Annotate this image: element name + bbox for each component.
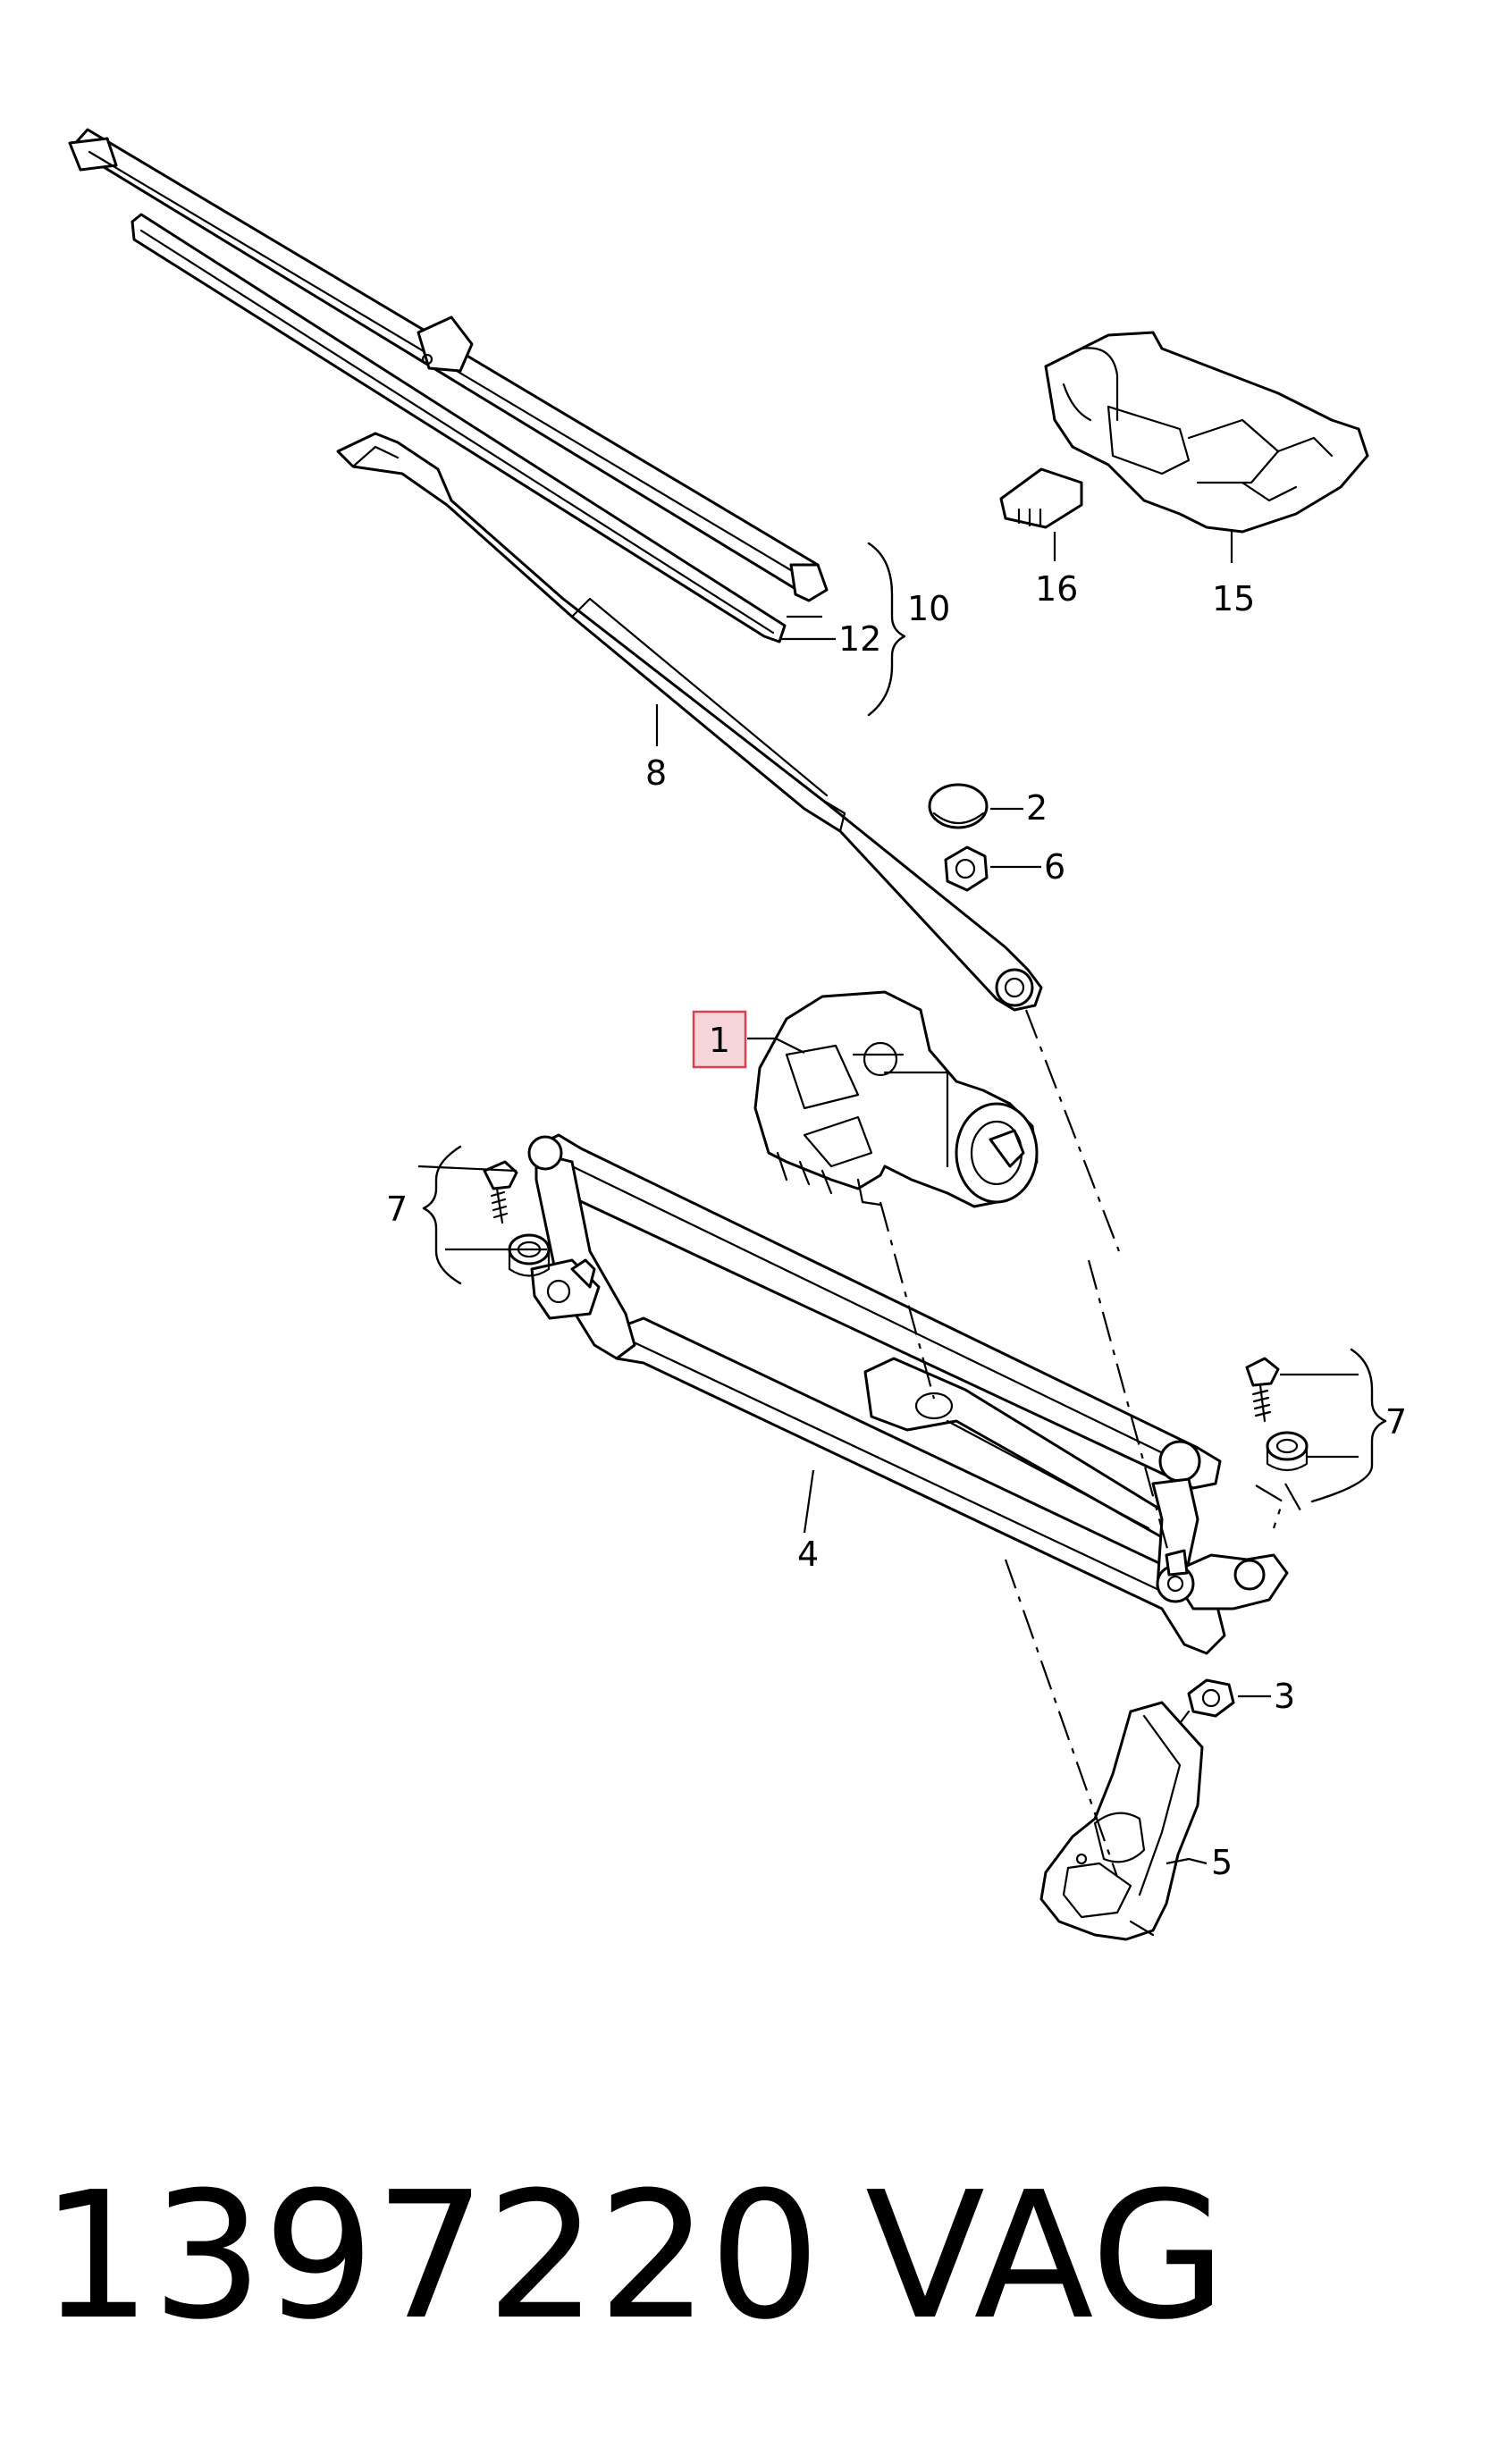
bolt-right	[1245, 1357, 1280, 1423]
callout-10[interactable]: 10	[907, 589, 950, 628]
alignment-lines	[879, 1009, 1301, 1878]
callout-16[interactable]: 16	[1035, 569, 1078, 609]
wiper-rubber-insert	[130, 213, 787, 643]
flange-nut	[1174, 1678, 1235, 1731]
leader-lines	[417, 532, 1359, 1865]
callout-15[interactable]: 15	[1212, 579, 1255, 618]
callout-1-highlight	[692, 1010, 747, 1069]
brand-name: VAG	[865, 2155, 1226, 2359]
callout-1[interactable]: 1	[692, 1010, 747, 1069]
callout-7-right[interactable]: 7	[1385, 1402, 1407, 1442]
wiper-arm	[336, 432, 1043, 1012]
wiper-blade-assembly	[68, 128, 829, 602]
callout-2[interactable]: 2	[1026, 788, 1048, 828]
grommet-right	[1266, 1431, 1309, 1472]
callout-7-left[interactable]: 7	[386, 1190, 408, 1229]
wiper-linkage	[527, 1133, 1289, 1655]
mounting-bracket	[1039, 1701, 1204, 1941]
control-unit	[1044, 331, 1369, 534]
brace-7-left	[422, 1145, 462, 1285]
connector	[999, 467, 1083, 529]
hex-nut	[944, 845, 989, 892]
wiper-motor	[753, 990, 1039, 1208]
callout-12[interactable]: 12	[838, 619, 881, 659]
callout-5[interactable]: 5	[1211, 1843, 1233, 1882]
brace-10	[867, 542, 906, 717]
callout-1-label: 1	[709, 1021, 730, 1060]
callout-3[interactable]: 3	[1274, 1677, 1295, 1716]
callout-8[interactable]: 8	[645, 753, 667, 793]
brace-7-right	[1310, 1348, 1387, 1503]
part-number: 1397220	[40, 2155, 821, 2359]
callout-4[interactable]: 4	[797, 1535, 819, 1574]
bolt-left	[483, 1160, 518, 1224]
cover-cap	[928, 783, 989, 829]
callout-6[interactable]: 6	[1044, 847, 1065, 887]
